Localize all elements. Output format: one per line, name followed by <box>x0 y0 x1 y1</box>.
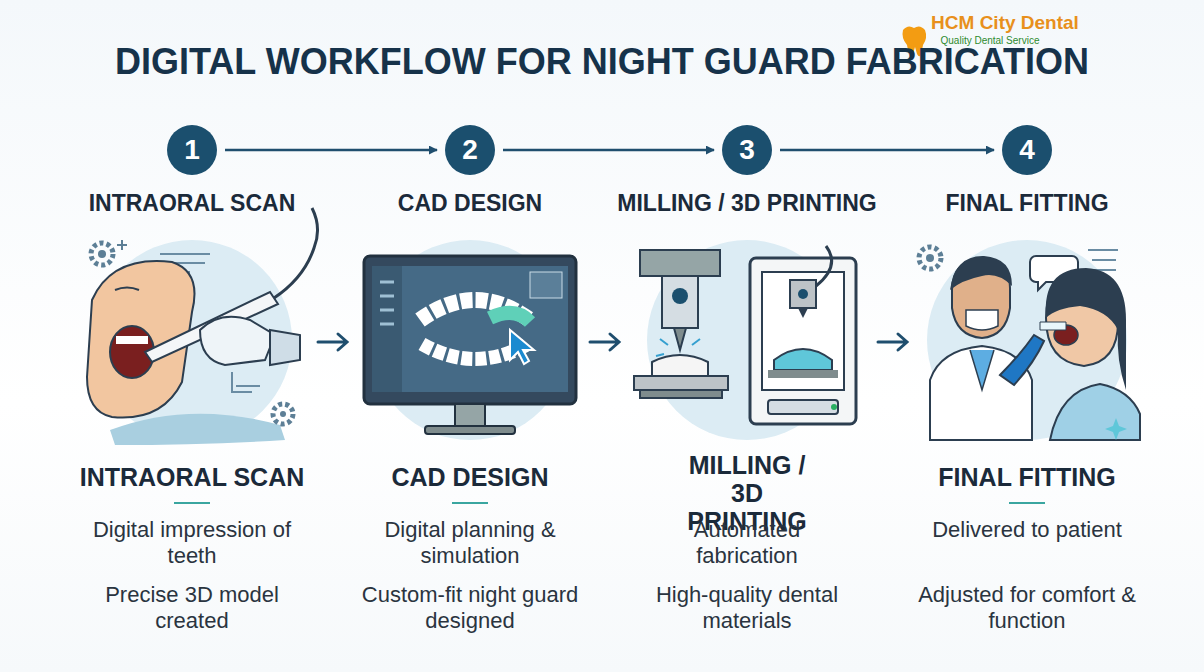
flow-arrow <box>878 334 907 350</box>
cad-illustration <box>490 313 530 322</box>
cad-illustration <box>372 266 568 392</box>
column-heading: INTRAORAL SCAN <box>57 462 327 492</box>
step-number: 4 <box>1019 134 1035 166</box>
step-description: Custom-fit night guard designed <box>360 582 580 634</box>
flow-connector <box>780 149 994 152</box>
fabrication-illustration <box>798 308 808 318</box>
heading-underline <box>174 502 1045 504</box>
fabrication-illustration <box>816 246 832 286</box>
step-heading: MILLING / 3D PRINTING <box>597 188 897 218</box>
scan-illustration <box>270 330 300 365</box>
cad-illustration <box>364 256 576 404</box>
step-number-circle: 2 <box>445 125 495 175</box>
scan-illustration <box>116 336 148 344</box>
fitting-illustration <box>919 247 941 269</box>
scan-illustration <box>91 243 113 265</box>
scan-illustration <box>280 411 286 417</box>
scan-illustration <box>273 404 293 424</box>
step-description: Automated fabrication <box>667 517 827 569</box>
scan-illustration <box>87 208 318 445</box>
cad-illustration <box>530 272 562 298</box>
step-description: High-quality dental materials <box>627 582 867 634</box>
fabrication-illustration <box>656 339 700 356</box>
step-description: Precise 3D model created <box>97 582 287 634</box>
step-description: Digital planning & simulation <box>375 517 565 569</box>
scan-illustration <box>232 372 260 392</box>
fabrication-illustration <box>634 376 728 390</box>
fabrication-illustration <box>634 240 856 440</box>
scan-illustration <box>115 288 139 291</box>
cad-illustration <box>425 426 515 434</box>
scan-illustration <box>110 414 285 445</box>
fitting-illustration <box>970 350 994 390</box>
cad-illustration <box>372 266 402 392</box>
scan-illustration <box>98 250 106 258</box>
fabrication-illustration <box>662 276 698 328</box>
step-number: 2 <box>462 134 478 166</box>
fabrication-illustration <box>798 289 808 299</box>
fitting-illustration <box>950 256 1012 290</box>
cad-illustration <box>364 240 576 440</box>
fabrication-illustration <box>768 370 838 378</box>
fabrication-illustration <box>831 404 837 410</box>
diagram-title: DIGITAL WORKFLOW FOR NIGHT GUARD FABRICA… <box>0 40 1204 84</box>
heading-underline <box>174 502 210 504</box>
fitting-illustration <box>1000 335 1044 385</box>
logo-tagline: Quality Dental Service <box>905 35 1075 47</box>
scan-illustration <box>274 208 318 298</box>
step-number-circle: 3 <box>722 125 772 175</box>
fitting-illustration <box>966 310 998 330</box>
column-heading: FINAL FITTING <box>902 462 1152 492</box>
step-heading: INTRAORAL SCAN <box>62 188 322 218</box>
flow-connector <box>225 149 437 152</box>
heading-underline <box>1009 502 1045 504</box>
heading-underline <box>452 502 488 504</box>
fabrication-illustration <box>774 349 832 370</box>
step-description: Adjusted for comfort & function <box>912 582 1142 634</box>
fitting-illustration <box>1050 384 1140 440</box>
column-heading: CAD DESIGN <box>345 462 595 492</box>
fabrication-illustration <box>674 328 686 350</box>
fitting-illustration <box>926 254 934 262</box>
cad-illustration <box>510 330 534 364</box>
logo-text: HCM City Dental <box>910 12 1100 34</box>
flow-arrow <box>318 334 907 350</box>
fitting-illustration <box>1105 418 1127 440</box>
fitting-illustration <box>919 240 1140 440</box>
fitting-illustration <box>1088 250 1118 270</box>
flow-arrow <box>318 334 347 350</box>
fabrication-illustration <box>762 272 844 390</box>
step-number: 3 <box>739 134 755 166</box>
fabrication-illustration <box>768 400 838 414</box>
fabrication-illustration <box>640 390 722 398</box>
step-description: Digital impression of teeth <box>82 517 302 569</box>
step-number-circle: 1 <box>167 125 217 175</box>
flow-connector <box>503 149 714 152</box>
step-number-circle: 4 <box>1002 125 1052 175</box>
fabrication-illustration <box>750 258 856 424</box>
fabrication-illustration <box>652 355 708 376</box>
fabrication-illustration <box>672 288 688 304</box>
cad-illustration <box>455 404 485 426</box>
step-heading: CAD DESIGN <box>350 188 590 218</box>
scan-illustration <box>117 240 127 250</box>
flow-arrow <box>590 334 619 350</box>
step-description: Delivered to patient <box>897 517 1157 543</box>
scan-illustration <box>200 317 275 365</box>
cad-illustration <box>370 240 570 440</box>
step-heading: FINAL FITTING <box>907 188 1147 218</box>
fabrication-illustration <box>640 250 720 276</box>
fabrication-illustration <box>790 280 816 308</box>
cad-illustration <box>380 282 394 324</box>
step-number: 1 <box>184 134 200 166</box>
fitting-illustration <box>1040 322 1066 330</box>
